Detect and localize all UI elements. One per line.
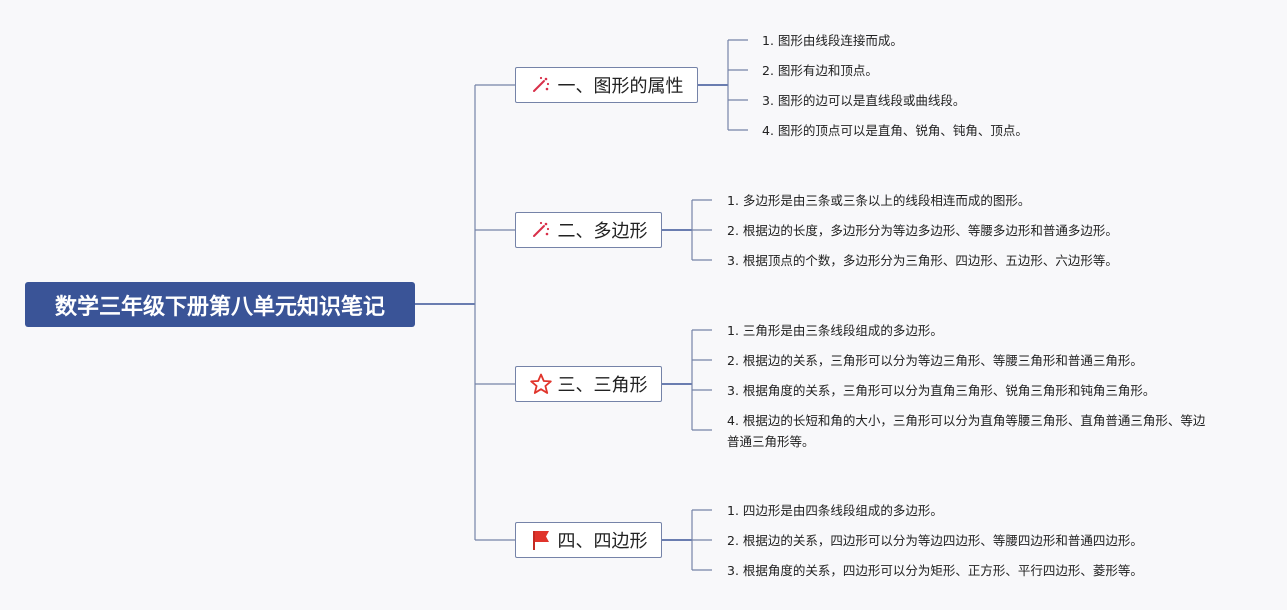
leaf-item: 2. 根据边的长度，多边形分为等边多边形、等腰多边形和普通多边形。 [727, 223, 1118, 238]
leaf-item: 1. 三角形是由三条线段组成的多边形。 [727, 323, 943, 338]
root-title: 数学三年级下册第八单元知识笔记 [54, 294, 385, 320]
branch-label: 一、图形的属性 [557, 76, 684, 97]
leaf-item: 3. 根据顶点的个数，多边形分为三角形、四边形、五边形、六边形等。 [727, 253, 1118, 268]
branch-properties[interactable]: 一、图形的属性 [515, 67, 698, 103]
branch-quadrilateral[interactable]: 四、四边形 [515, 522, 662, 558]
branch-polygon[interactable]: 二、多边形 [515, 212, 662, 248]
branch-triangle[interactable]: 三、三角形 [515, 366, 662, 402]
branch-label: 三、三角形 [557, 375, 648, 396]
branch-label: 二、多边形 [557, 221, 648, 242]
leaf-item: 1. 多边形是由三条或三条以上的线段相连而成的图形。 [727, 193, 1031, 208]
magic-wand-icon [530, 219, 552, 241]
root-topic[interactable]: 数学三年级下册第八单元知识笔记 [25, 282, 415, 327]
leaf-item: 2. 根据边的关系，四边形可以分为等边四边形、等腰四边形和普通四边形。 [727, 533, 1143, 548]
leaf-item: 2. 根据边的关系，三角形可以分为等边三角形、等腰三角形和普通三角形。 [727, 353, 1143, 368]
branch-label: 四、四边形 [557, 531, 648, 552]
flag-icon [530, 529, 552, 551]
leaf-item: 1. 四边形是由四条线段组成的多边形。 [727, 503, 943, 518]
star-icon [529, 373, 552, 395]
leaf-item: 2. 图形有边和顶点。 [762, 63, 878, 78]
leaf-item: 3. 图形的边可以是直线段或曲线段。 [762, 93, 966, 108]
magic-wand-icon [530, 74, 552, 96]
leaf-item: 1. 图形由线段连接而成。 [762, 33, 903, 48]
leaf-item: 4. 根据边的长短和角的大小，三角形可以分为直角等腰三角形、直角普通三角形、等边… [727, 413, 1206, 449]
leaf-item: 4. 图形的顶点可以是直角、锐角、钝角、顶点。 [762, 123, 1028, 138]
leaf-item: 3. 根据角度的关系，四边形可以分为矩形、正方形、平行四边形、菱形等。 [727, 563, 1143, 578]
leaf-item: 3. 根据角度的关系，三角形可以分为直角三角形、锐角三角形和钝角三角形。 [727, 383, 1156, 398]
